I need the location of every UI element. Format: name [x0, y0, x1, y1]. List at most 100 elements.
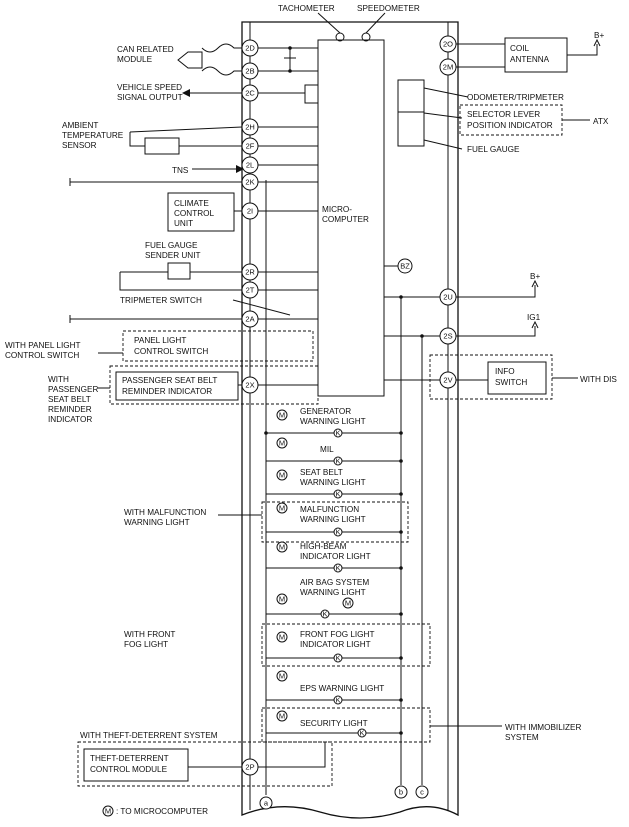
svg-text:2M: 2M: [443, 63, 453, 72]
svg-text:2A: 2A: [245, 315, 254, 324]
junction-dots: [264, 46, 424, 735]
svg-text:2H: 2H: [245, 123, 255, 132]
info-label-1: INFO: [495, 367, 515, 376]
svg-text:2B: 2B: [245, 67, 254, 76]
airbag-label-1: AIR BAG SYSTEM: [300, 578, 369, 587]
ig1-label: IG1: [527, 313, 541, 322]
svg-text:M: M: [279, 504, 285, 513]
terminals-left: 2D 2B 2C 2H 2F 2L 2K 2I 2R 2T 2A 2X 2P: [241, 39, 259, 776]
svg-text:2I: 2I: [247, 207, 253, 216]
bus-a: a: [264, 799, 269, 808]
legend-label: : TO MICROCOMPUTER: [116, 807, 208, 816]
legend-symbol: M: [105, 807, 111, 816]
psbr-label-1: PASSENGER SEAT BELT: [122, 376, 217, 385]
with-theft-label: WITH THEFT-DETERRENT SYSTEM: [80, 731, 218, 740]
svg-text:2V: 2V: [443, 376, 452, 385]
svg-text:2K: 2K: [245, 178, 254, 187]
theft-label-2: CONTROL MODULE: [90, 765, 168, 774]
tns-label: TNS: [172, 166, 189, 175]
svg-text:M: M: [279, 595, 285, 604]
with-immob-label-2: SYSTEM: [505, 733, 539, 742]
seatbelt-label-1: SEAT BELT: [300, 468, 343, 477]
panel-switch-label-1: PANEL LIGHT: [134, 336, 186, 345]
with-psbr-label-4: REMINDER: [48, 405, 92, 414]
svg-text:2U: 2U: [443, 293, 453, 302]
with-psbr-label-3: SEAT BELT: [48, 395, 91, 404]
svg-text:K: K: [335, 457, 340, 466]
ambient-label-1: AMBIENT: [62, 121, 98, 130]
selector-label-2: POSITION INDICATOR: [467, 121, 553, 130]
svg-text:M: M: [279, 439, 285, 448]
svg-text:M: M: [279, 672, 285, 681]
climate-label-1: CLIMATE: [174, 199, 209, 208]
can-label-2: MODULE: [117, 55, 153, 64]
micro-label-2: COMPUTER: [322, 215, 369, 224]
svg-text:2L: 2L: [246, 161, 254, 170]
display-block: [397, 79, 425, 147]
svg-text:K: K: [335, 654, 340, 663]
svg-text:2R: 2R: [245, 268, 255, 277]
with-immob-label-1: WITH IMMOBILIZER: [505, 723, 582, 732]
ambient-label-2: TEMPERATURE: [62, 131, 124, 140]
theft-module-box: [83, 748, 189, 782]
climate-unit-box: [167, 192, 235, 232]
svg-text:2C: 2C: [245, 89, 255, 98]
with-psbr-label-1: WITH: [48, 375, 69, 384]
with-fog-label-1: WITH FRONT: [124, 630, 175, 639]
warning-lights: M GENERATOR WARNING LIGHT K M MIL K M SE…: [124, 407, 431, 743]
tachometer-label: TACHOMETER: [278, 4, 335, 13]
svg-text:2S: 2S: [443, 332, 452, 341]
odometer-label: ODOMETER/TRIPMETER: [467, 93, 564, 102]
svg-text:M: M: [279, 712, 285, 721]
svg-text:BZ: BZ: [400, 262, 410, 271]
psbr-label-2: REMINDER INDICATOR: [122, 387, 212, 396]
atx-label: ATX: [593, 117, 609, 126]
svg-text:2F: 2F: [246, 142, 255, 151]
terminals-right: 2O 2M 2U 2S 2V BZ: [397, 35, 457, 389]
svg-text:2T: 2T: [246, 286, 255, 295]
coil-label-1: COIL: [510, 44, 530, 53]
svg-text:M: M: [279, 471, 285, 480]
highbeam-label-1: HIGH-BEAM: [300, 542, 347, 551]
svg-text:K: K: [322, 610, 327, 619]
svg-text:K: K: [335, 564, 340, 573]
svg-text:K: K: [335, 528, 340, 537]
svg-text:K: K: [335, 429, 340, 438]
with-malf-label-2: WARNING LIGHT: [124, 518, 190, 527]
can-label-1: CAN RELATED: [117, 45, 174, 54]
bus-b: b: [399, 788, 403, 797]
svg-text:2D: 2D: [245, 44, 255, 53]
bplus-label-1: B+: [594, 31, 604, 40]
with-fog-label-2: FOG LIGHT: [124, 640, 168, 649]
fuel-sender-label-2: SENDER UNIT: [145, 251, 201, 260]
svg-text:K: K: [335, 490, 340, 499]
svg-text:2X: 2X: [245, 381, 254, 390]
svg-text:M: M: [279, 411, 285, 420]
speedometer-label: SPEEDOMETER: [357, 4, 420, 13]
climate-label-3: UNIT: [174, 219, 193, 228]
security-label: SECURITY LIGHT: [300, 719, 368, 728]
svg-text:K: K: [359, 729, 364, 738]
seatbelt-label-2: WARNING LIGHT: [300, 478, 366, 487]
svg-text:2P: 2P: [245, 763, 254, 772]
svg-text:K: K: [335, 696, 340, 705]
fuel-sender-label-1: FUEL GAUGE: [145, 241, 198, 250]
tripmeter-switch-label: TRIPMETER SWITCH: [120, 296, 202, 305]
bplus-label-2: B+: [530, 272, 540, 281]
cluster-outline: [241, 21, 459, 819]
vss-label-1: VEHICLE SPEED: [117, 83, 182, 92]
svg-text:2O: 2O: [443, 40, 453, 49]
info-label-2: SWITCH: [495, 378, 527, 387]
microcomputer-box: [317, 39, 385, 397]
with-panel-label-2: CONTROL SWITCH: [5, 351, 79, 360]
gen-label-2: WARNING LIGHT: [300, 417, 366, 426]
with-psbr-label-2: PASSENGER: [48, 385, 98, 394]
with-psbr-label-5: INDICATOR: [48, 415, 92, 424]
with-panel-label-1: WITH PANEL LIGHT: [5, 341, 81, 350]
malf-label-2: WARNING LIGHT: [300, 515, 366, 524]
selector-label-1: SELECTOR LEVER: [467, 110, 540, 119]
eps-label: EPS WARNING LIGHT: [300, 684, 384, 693]
airbag-label-2: WARNING LIGHT: [300, 588, 366, 597]
fog-label-1: FRONT FOG LIGHT: [300, 630, 374, 639]
